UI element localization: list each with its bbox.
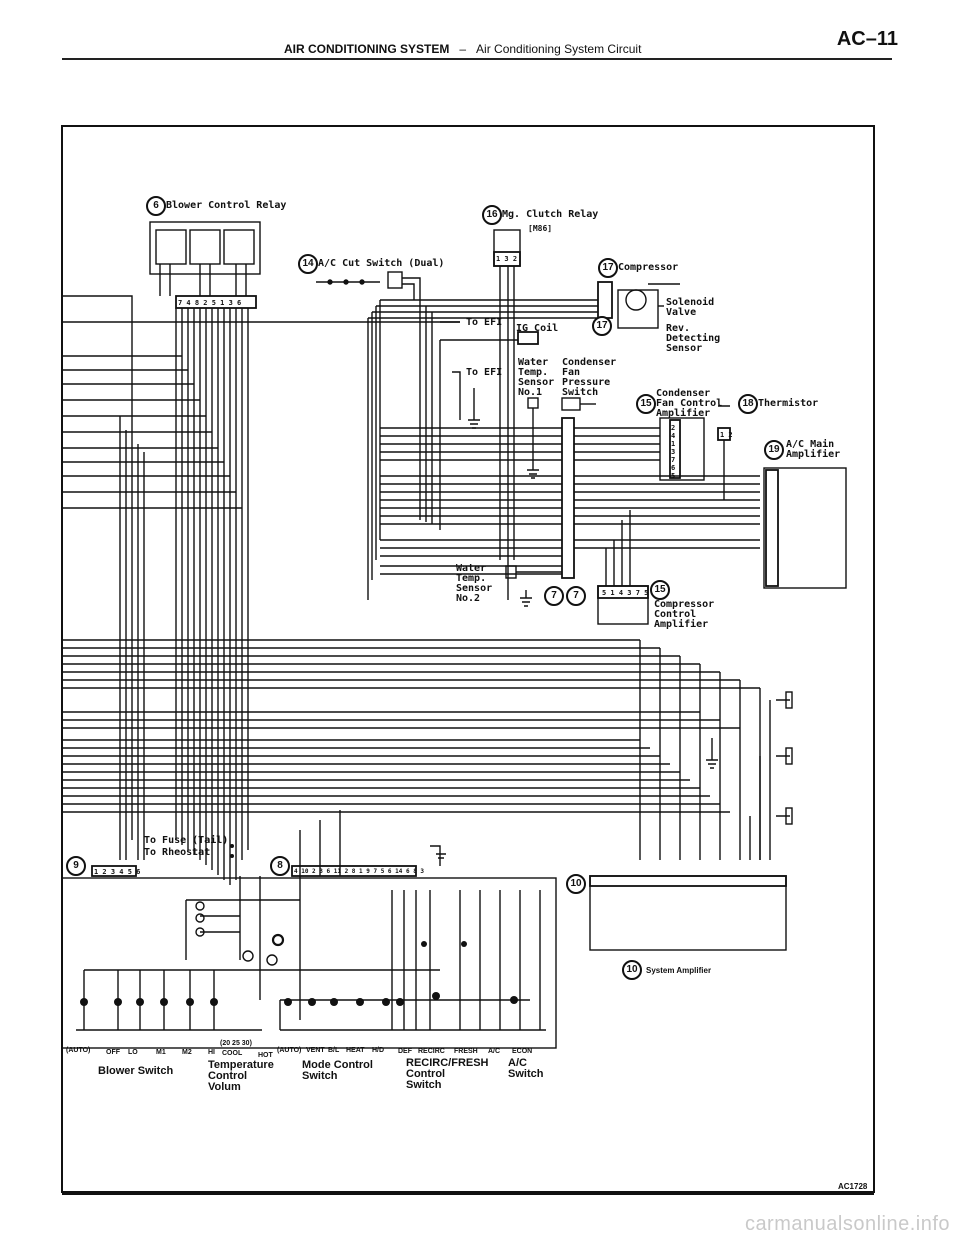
- watermark: carmanualsonline.info: [744, 1213, 950, 1235]
- connector-8-pins: 4 10 2 3 6 11 2 8 1 9 7 5 6 14 6 8 3: [294, 868, 425, 875]
- component-number-14: 14: [298, 254, 318, 274]
- compressor-label: Compressor: [618, 262, 679, 273]
- switch-label-off: OFF: [106, 1049, 120, 1056]
- switch-label-temp-scale: (20 25 30): [220, 1040, 252, 1047]
- switch-label-cool: COOL: [222, 1050, 243, 1057]
- blower-control-relay-label: Blower Control Relay: [166, 200, 287, 211]
- switch-label-def: DEF: [398, 1048, 412, 1055]
- water-temp-sensor-2-label: Water Temp. Sensor No.2: [456, 563, 493, 604]
- solenoid-valve-label: Solenoid Valve: [666, 297, 715, 318]
- switch-label-auto: (AUTO): [66, 1047, 91, 1054]
- switch-label-fresh: FRESH: [454, 1048, 478, 1055]
- system-amplifier-label: System Amplifier: [646, 966, 712, 975]
- to-fuse-label: To Fuse (Tail): [144, 835, 229, 846]
- component-number-10: 10: [566, 874, 586, 894]
- switch-label-m2: M2: [182, 1049, 192, 1056]
- component-number-9: 9: [66, 856, 86, 876]
- switch-label-hot: HOT: [258, 1052, 273, 1059]
- ac-switch-caption: A/C Switch: [508, 1057, 544, 1080]
- switch-label-ac: A/C: [488, 1048, 501, 1055]
- header-separator: –: [459, 42, 467, 56]
- water-temp-sensor-1-label: Water Temp. Sensor No.1: [518, 357, 555, 398]
- component-number-17: 17: [598, 258, 618, 278]
- component-number-19: 19: [764, 440, 784, 460]
- switch-label-auto-mode: (AUTO): [277, 1047, 302, 1054]
- temperature-control-caption: Temperature Control Volum: [208, 1059, 274, 1093]
- component-number-17b: 17: [592, 316, 612, 336]
- rev-detecting-sensor-label: Rev. Detecting Sensor: [666, 323, 721, 354]
- component-number-10b: 10: [622, 960, 642, 980]
- mode-control-caption: Mode Control Switch: [302, 1059, 373, 1082]
- component-number-6: 6: [146, 196, 166, 216]
- switch-label-recirc: RECIRC: [418, 1048, 445, 1055]
- page-subtitle: Air Conditioning System Circuit: [476, 42, 642, 56]
- component-number-8: 8: [270, 856, 290, 876]
- to-efi-label-1: To EFI: [466, 317, 503, 328]
- section-title: AIR CONDITIONING SYSTEM: [284, 42, 450, 56]
- ac-cut-switch-label: A/C Cut Switch (Dual): [318, 258, 445, 269]
- component-number-15a: 15: [636, 394, 656, 414]
- thermistor-pins: 1 2: [720, 431, 733, 439]
- ac-main-amplifier-label: A/C Main Amplifier: [786, 439, 841, 460]
- switch-label-bl: B/L: [328, 1047, 340, 1054]
- component-number-7b: 7: [566, 586, 586, 606]
- to-efi-label-2: To EFI: [466, 367, 503, 378]
- condenser-fan-control-amplifier-label: Condenser Fan Control Amplifier: [656, 388, 723, 419]
- component-number-16: 16: [482, 205, 502, 225]
- thermistor-label: Thermistor: [758, 398, 819, 409]
- blower-relay-pins: 7 4 8 2 5 1 3 6: [178, 299, 242, 307]
- condenser-fan-pressure-switch-label: Condenser Fan Pressure Switch: [562, 357, 617, 398]
- compressor-control-amplifier-label: Compressor Control Amplifier: [654, 599, 715, 630]
- to-rheostat-label: To Rheostat: [144, 847, 211, 858]
- mg-clutch-relay-variant: [M86]: [528, 224, 553, 233]
- condenser-fan-amp-pins: 2 4 1 3 7 6 5: [671, 424, 676, 480]
- switch-label-lo: LO: [128, 1049, 138, 1056]
- switch-label-heat: HEAT: [346, 1047, 365, 1054]
- mg-clutch-relay-pins: 1 3 2: [496, 255, 518, 263]
- compressor-control-amp-pins: 5 1 4 3 7 5: [602, 589, 649, 597]
- switch-label-econ: ECON: [512, 1048, 533, 1055]
- component-number-15b: 15: [650, 580, 670, 600]
- recirc-fresh-caption: RECIRC/FRESH Control Switch: [406, 1057, 489, 1091]
- connector-9-pins: 1 2 3 4 5 6: [94, 868, 141, 876]
- page-header: AIR CONDITIONING SYSTEM–Air Conditioning…: [284, 42, 641, 56]
- component-number-7a: 7: [544, 586, 564, 606]
- header-rule: [62, 58, 892, 60]
- blower-switch-caption: Blower Switch: [98, 1065, 174, 1077]
- switch-label-hd: H/D: [372, 1047, 385, 1054]
- switch-label-hi: HI: [208, 1049, 215, 1056]
- ig-coil-label: IG Coil: [516, 323, 559, 334]
- component-number-18: 18: [738, 394, 758, 414]
- switch-label-m1: M1: [156, 1049, 166, 1056]
- switch-label-vent: VENT: [306, 1047, 325, 1054]
- mg-clutch-relay-label: Mg. Clutch Relay: [502, 209, 599, 220]
- page-number: AC–11: [836, 28, 898, 50]
- figure-code: AC1728: [838, 1182, 868, 1191]
